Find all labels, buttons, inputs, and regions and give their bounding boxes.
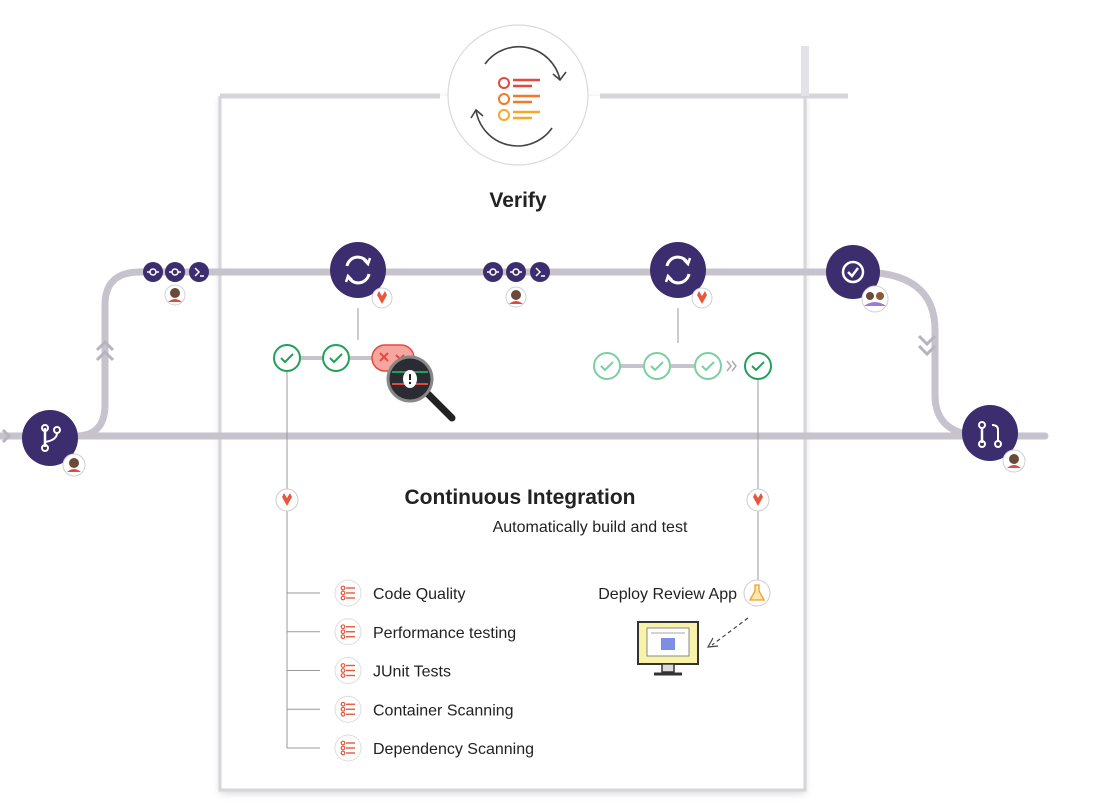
commit-group-1 (143, 262, 209, 306)
job-list-item[interactable]: Performance testing (287, 618, 516, 646)
review-app[interactable]: Deploy Review App (598, 579, 771, 607)
job-status-passed[interactable] (694, 352, 722, 380)
job-label: Code Quality (373, 586, 466, 603)
user-avatar (164, 284, 186, 306)
job-list-item[interactable]: Dependency Scanning (287, 734, 534, 762)
pipeline-2-jobs (593, 352, 772, 380)
checklist-icon (334, 579, 362, 607)
approve-node[interactable] (826, 245, 889, 313)
merge-request-node[interactable] (962, 405, 1026, 473)
job-label: JUnit Tests (373, 664, 451, 681)
job-status-passed[interactable] (643, 352, 671, 380)
job-label: Container Scanning (373, 702, 514, 719)
job-label: Dependency Scanning (373, 741, 534, 758)
job-status-passed[interactable] (744, 352, 772, 380)
gitlab-runner-icon (691, 287, 713, 309)
checklist-icon (334, 695, 362, 723)
pipeline-node-1[interactable] (330, 242, 393, 309)
job-status-passed[interactable] (593, 352, 621, 380)
job-list-item[interactable]: JUnit Tests (287, 657, 451, 684)
gitlab-runner-icon (746, 488, 770, 512)
double-chevron-icon (726, 360, 737, 372)
user-avatar (1002, 449, 1026, 473)
pipeline-node-2[interactable] (650, 242, 713, 309)
job-status-passed[interactable] (273, 344, 301, 372)
checklist-icon (334, 657, 362, 684)
user-avatar (62, 453, 86, 477)
job-label: Performance testing (373, 625, 516, 642)
pipeline-1-jobs (273, 344, 456, 422)
section-title: Continuous Integration (405, 486, 636, 509)
track-chevrons (1, 334, 937, 444)
team-avatar (861, 285, 889, 313)
checklist-icon (334, 618, 362, 646)
verify-stage-icon (447, 24, 589, 166)
branch-node[interactable] (22, 410, 86, 477)
gitlab-runner-icon (275, 488, 299, 512)
job-status-passed[interactable] (322, 344, 350, 372)
bug-magnifier-icon (386, 355, 456, 422)
stage-name: Verify (489, 189, 547, 212)
job-list-item[interactable]: Container Scanning (287, 695, 514, 723)
commit-group-2 (483, 262, 550, 308)
section-subtitle: Automatically build and test (493, 519, 688, 536)
user-avatar (505, 286, 527, 308)
flask-icon (743, 579, 771, 607)
gitlab-runner-icon (371, 287, 393, 309)
review-app-label: Deploy Review App (598, 586, 737, 603)
monitor-icon (637, 621, 699, 676)
checklist-icon (334, 734, 362, 762)
job-list-item[interactable]: Code Quality (287, 579, 466, 607)
stage-panel (218, 46, 848, 792)
